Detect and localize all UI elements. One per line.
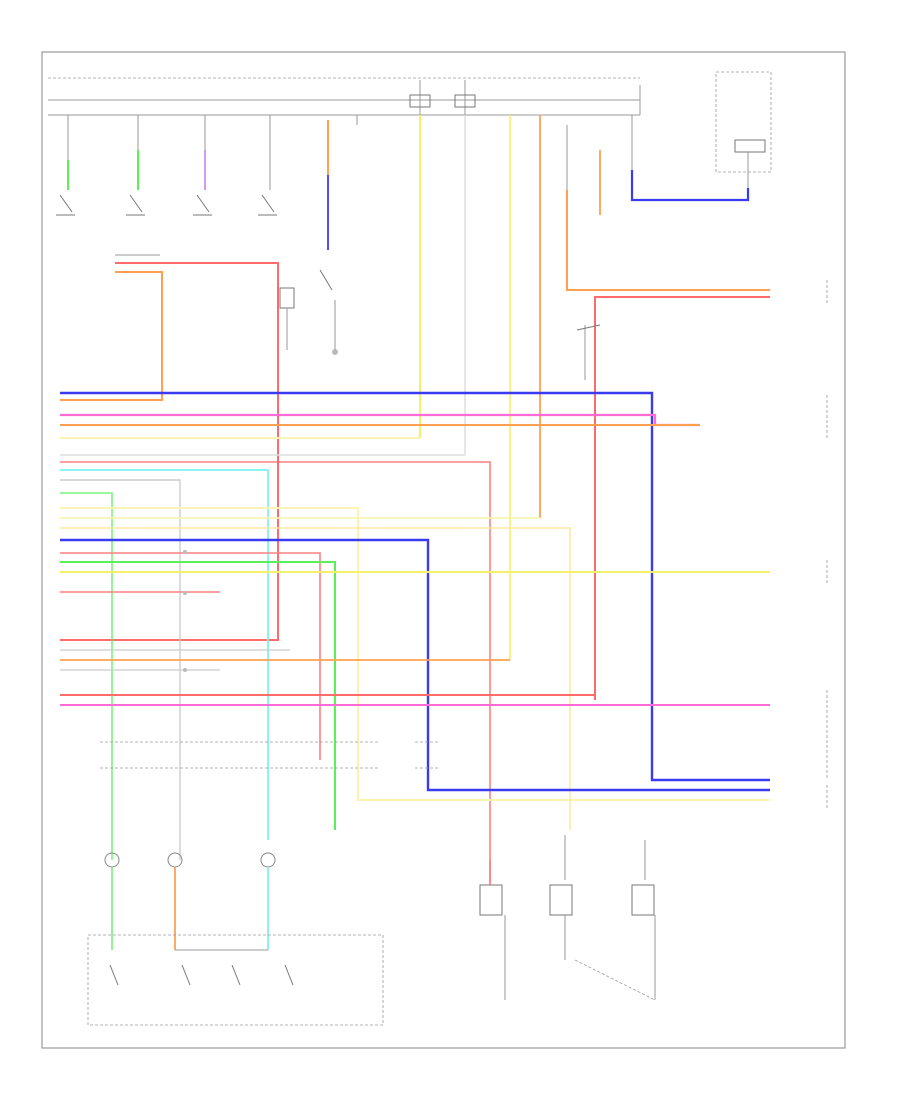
vertical-feeds	[419, 115, 633, 660]
wire-red-upper	[60, 262, 279, 641]
lower-switch-box	[87, 934, 384, 1026]
lower-connectors	[100, 741, 440, 769]
control-unit-box	[715, 71, 772, 188]
top-bus	[48, 77, 641, 116]
ground-icon	[332, 300, 338, 355]
connector-icon	[183, 395, 828, 810]
lower-right-switches	[479, 835, 656, 1001]
diagram-frame	[41, 51, 846, 1049]
wire-red-right	[594, 296, 770, 700]
main-harness	[60, 391, 770, 860]
bulb-icon	[104, 852, 276, 868]
top-switch-drops	[67, 115, 358, 250]
wire-orange-upper	[60, 271, 163, 401]
switch-icon	[56, 194, 333, 291]
wire-blue-top	[630, 170, 750, 202]
wire-orange-right	[566, 190, 770, 291]
